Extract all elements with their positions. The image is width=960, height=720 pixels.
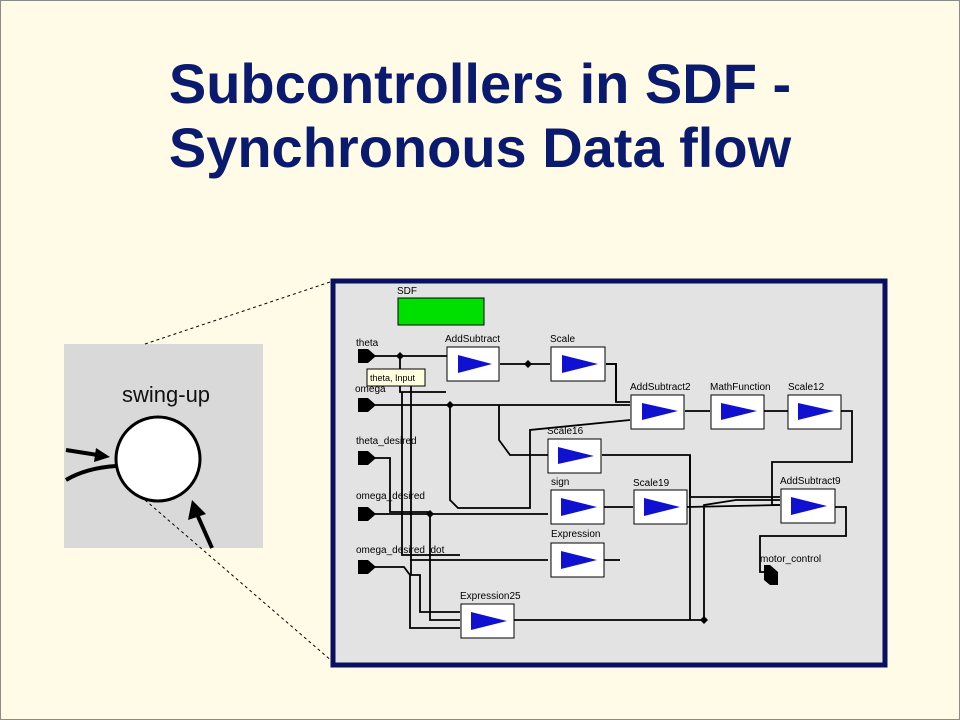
actor-addsubtract9-label: AddSubtract9	[780, 476, 841, 487]
sdf-director[interactable]	[397, 297, 485, 326]
scale16-icon	[558, 447, 594, 464]
port-tooltip	[366, 368, 426, 387]
incoming-transition-curve	[64, 464, 117, 482]
port-theta[interactable]	[358, 349, 376, 363]
port-motor-control-label: motor_control	[760, 554, 821, 565]
scale12-icon	[798, 403, 834, 420]
addsubtract2-icon	[642, 403, 678, 420]
mathfunction-icon	[721, 403, 757, 420]
swingup-inset: swing-up	[64, 344, 263, 549]
junctions	[396, 352, 708, 624]
port-omega-desired-label: omega_desired	[356, 491, 425, 502]
port-tooltip-text: theta, Input	[370, 373, 416, 383]
actor-mathfunction-label: MathFunction	[710, 382, 771, 393]
swingup-label: swing-up	[122, 382, 210, 407]
actor-expression25-label: Expression25	[460, 591, 521, 602]
actor-sign-label: sign	[551, 477, 569, 488]
sign-icon	[561, 498, 597, 516]
port-theta-label: theta	[356, 338, 379, 349]
slide-title: Subcontrollers in SDF - Synchronous Data…	[0, 52, 960, 180]
port-omega-desired[interactable]	[358, 507, 376, 521]
title-line-1: Subcontrollers in SDF -	[168, 52, 792, 115]
expression-icon	[561, 551, 597, 569]
scale-icon	[562, 355, 598, 373]
port-theta-desired[interactable]	[358, 451, 376, 465]
port-omega[interactable]	[358, 398, 376, 412]
actor-expression-label: Expression	[551, 529, 600, 540]
actor-addsubtract2-label: AddSubtract2	[630, 382, 691, 393]
actor-scale16-label: Scale16	[547, 426, 584, 437]
addsubtract9-icon	[791, 497, 827, 515]
port-omega-desired-dot-label: omega_desired_dot	[356, 545, 445, 556]
incoming-arrowhead	[94, 448, 110, 462]
expression25-icon	[471, 612, 507, 630]
actor-scale19-label: Scale19	[633, 478, 670, 489]
port-theta-desired-label: theta_desired	[356, 436, 417, 447]
title-line-2: Synchronous Data flow	[168, 116, 792, 179]
input-ports: theta omega theta_desired omega_desired …	[355, 338, 821, 585]
sdf-director-label: SDF	[397, 286, 417, 297]
actor-scale12-label: Scale12	[788, 382, 825, 393]
swingup-state-circle	[114, 415, 202, 503]
addsubtract-icon	[458, 355, 492, 373]
actor-addsubtract-label: AddSubtract	[445, 334, 500, 345]
sdf-model-canvas	[330, 278, 888, 668]
wires	[374, 355, 853, 629]
scale19-icon	[644, 498, 680, 516]
self-transition-arrowhead	[188, 500, 206, 520]
zoom-line-bottom	[144, 499, 334, 663]
port-omega-desired-dot[interactable]	[358, 560, 376, 574]
actors: AddSubtract Scale AddSubtract2 MathFunct…	[445, 334, 842, 639]
port-omega-label: omega	[355, 384, 386, 395]
actor-scale-label: Scale	[550, 334, 575, 345]
self-transition-arrow	[194, 511, 214, 549]
port-motor-control[interactable]	[764, 565, 778, 585]
zoom-line-top	[144, 280, 334, 345]
